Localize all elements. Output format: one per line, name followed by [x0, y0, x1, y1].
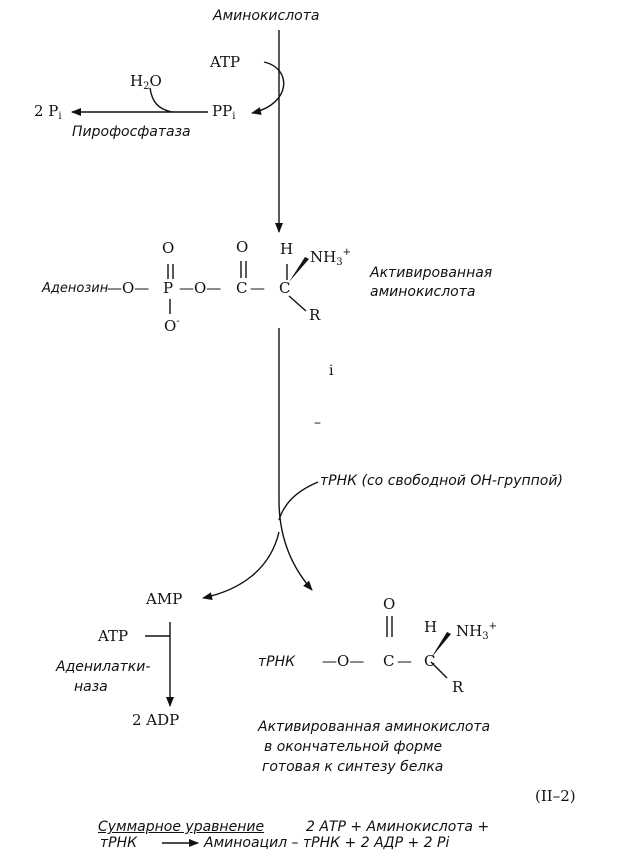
- stray-mark-2: –: [314, 415, 321, 431]
- bond-o-2: —O—: [179, 279, 222, 297]
- activated-label-2: аминокислота: [370, 284, 476, 300]
- trna-free-oh-label: тРНК (со свободной ОН-группой): [320, 473, 563, 489]
- amp-curve-arrow: [202, 531, 280, 601]
- main-arrow-2: [278, 328, 313, 591]
- carbonyl-oxygen: O: [236, 238, 249, 256]
- stray-mark-1: i: [329, 363, 334, 379]
- final-side-chain-r: R: [452, 678, 464, 696]
- bond-o-1: —O—: [107, 279, 150, 297]
- pi-product-label: 2 Pi: [34, 102, 62, 122]
- ppi-label: PPi: [212, 102, 236, 122]
- final-bond-c-c: —: [397, 652, 412, 670]
- summary-line-2-left: тРНК: [100, 835, 138, 851]
- adenylate-kinase-label-2: наза: [74, 679, 108, 695]
- phosphorus: P: [163, 279, 174, 297]
- final-amino-group: NH3+: [456, 621, 497, 642]
- pyrophosphatase-label: Пирофосфатаза: [72, 124, 191, 140]
- alpha-hydrogen: H: [280, 240, 294, 258]
- bond-c-c: —: [250, 279, 265, 297]
- carbonyl-carbon: C: [236, 279, 248, 297]
- trna-curve: [278, 481, 319, 521]
- phosphate-oxygen-minus: O-: [164, 316, 180, 335]
- amp-label: AMP: [146, 590, 183, 608]
- final-caption-1: Активированная аминокислота: [258, 719, 491, 735]
- activated-label-1: Активированная: [370, 265, 493, 281]
- summary-line-2-right: Аминоацил – тРНК + 2 АДР + 2 Рi: [204, 835, 450, 851]
- summary-line-1: 2 АТР + Аминокислота +: [306, 819, 490, 835]
- atp-label-2: ATP: [98, 627, 129, 645]
- amino-group: NH3+: [310, 247, 351, 268]
- water-curve: [149, 87, 173, 113]
- adp-label: 2 ADP: [132, 711, 180, 729]
- alpha-carbon: C: [279, 279, 291, 297]
- water-label: H2O: [130, 72, 162, 92]
- atp-curve-arrow: [251, 61, 285, 115]
- adenylate-kinase-label-1: Аденилатки-: [56, 659, 151, 675]
- final-caption-2: в окончательной форме: [264, 739, 443, 755]
- aminoacid-top-label: Аминокислота: [213, 8, 320, 24]
- final-caption-3: готовая к синтезу белка: [262, 759, 444, 775]
- final-alpha-hydrogen: H: [424, 618, 438, 636]
- phosphate-oxygen-top: O: [162, 239, 175, 257]
- adenosine-label: Аденозин: [42, 281, 109, 296]
- final-carbonyl-carbon: C: [383, 652, 395, 670]
- final-alpha-carbon: C: [424, 652, 436, 670]
- final-carbonyl-oxygen: O: [383, 595, 396, 613]
- side-chain-r: R: [309, 306, 321, 324]
- final-trna-label: тРНК: [258, 654, 296, 670]
- final-bond-o: —O—: [322, 652, 365, 670]
- equation-number: (II–2): [535, 787, 576, 805]
- atp-label: ATP: [210, 53, 241, 71]
- summary-label: Суммарное уравнение: [98, 819, 265, 835]
